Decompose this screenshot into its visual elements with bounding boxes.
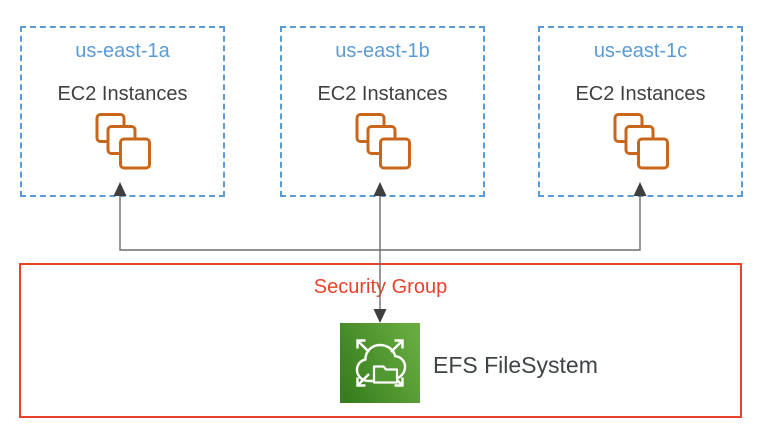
az-title: us-east-1a [75,40,170,62]
ec2-instances-icon [613,113,669,170]
ec2-instances-label: EC2 Instances [317,83,448,105]
ec2-instances-icon [95,113,151,170]
az-box-us-east-1c: us-east-1c EC2 Instances [538,26,743,197]
cloud-icon [355,343,407,383]
folder-icon [372,365,399,384]
ec2-instances-label: EC2 Instances [57,83,188,105]
security-group-label: Security Group [313,276,448,298]
efs-filesystem-icon [340,323,420,403]
ec2-instances-label: EC2 Instances [575,83,706,105]
efs-filesystem-label: EFS FileSystem [433,352,598,378]
az-box-us-east-1a: us-east-1a EC2 Instances [20,26,225,197]
az-box-us-east-1b: us-east-1b EC2 Instances [280,26,485,197]
az-title: us-east-1c [593,40,688,62]
az-title: us-east-1b [335,40,430,62]
ec2-instances-icon [355,113,411,170]
